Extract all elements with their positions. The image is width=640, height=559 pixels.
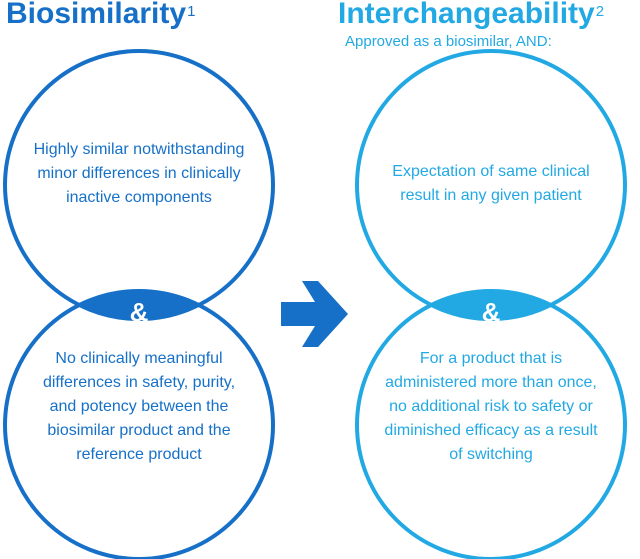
right-top-circle [355,49,627,321]
right-bottom-circle [355,289,627,559]
interchangeability-reference: 2 [595,3,605,20]
left-top-circle-text: Highly similar notwithstanding minor dif… [33,141,245,206]
right-ampersand: & [481,297,501,327]
interchangeability-heading: Interchangeability2 [338,0,604,30]
left-ampersand: & [129,297,149,327]
interchangeability-title: Interchangeability [338,0,595,30]
left-bottom-circle-text: No clinically meaningful differences in … [42,350,236,463]
left-bottom-circle [3,289,275,559]
right-bottom-circle-text: For a product that is administered more … [384,350,598,463]
biosimilarity-reference: 1 [187,3,196,20]
interchangeability-subtitle: Approved as a biosimilar, AND: [345,33,552,50]
left-top-circle [3,49,275,321]
biosimilarity-title: Biosimilarity [6,0,187,30]
biosimilarity-heading: Biosimilarity1 [6,0,195,30]
arrow-right-icon [281,281,348,347]
right-top-circle-text: Expectation of same clinical result in a… [392,163,590,204]
